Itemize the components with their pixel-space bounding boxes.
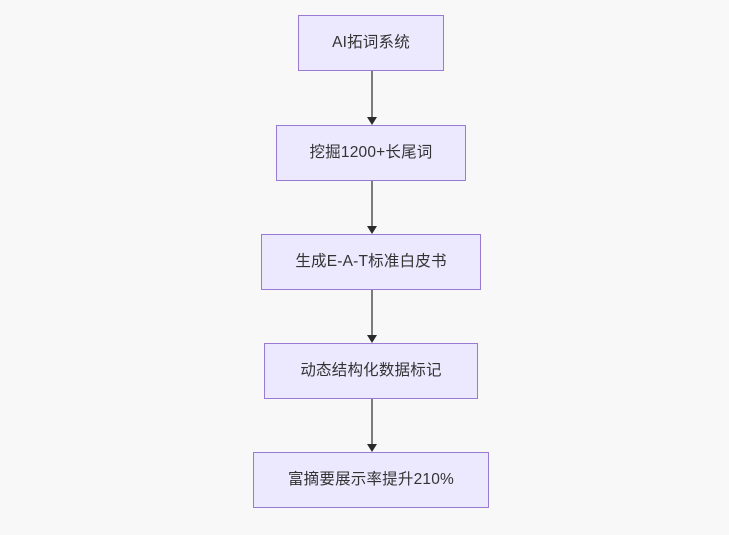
- arrowhead-down-icon: [367, 117, 377, 125]
- flow-edge-line: [371, 71, 373, 119]
- flow-node-label: 富摘要展示率提升210%: [287, 470, 455, 488]
- flow-node-label: AI拓词系统: [332, 33, 410, 51]
- flow-edge-line: [371, 181, 373, 228]
- flow-node-mine-longtail-keywords[interactable]: 挖掘1200+长尾词: [276, 125, 466, 181]
- flow-edge-line: [371, 399, 373, 446]
- flow-node-ai-keyword-system[interactable]: AI拓词系统: [298, 15, 444, 71]
- flow-node-rich-snippet-impression-lift[interactable]: 富摘要展示率提升210%: [253, 452, 489, 508]
- arrowhead-down-icon: [367, 335, 377, 343]
- flow-edge-line: [371, 290, 373, 337]
- flow-node-label: 动态结构化数据标记: [300, 361, 442, 379]
- arrowhead-down-icon: [367, 444, 377, 452]
- flow-node-dynamic-structured-data-markup[interactable]: 动态结构化数据标记: [264, 343, 478, 399]
- flow-node-label: 挖掘1200+长尾词: [309, 143, 433, 161]
- flow-node-label: 生成E-A-T标准白皮书: [295, 252, 447, 270]
- flow-node-generate-eat-whitepaper[interactable]: 生成E-A-T标准白皮书: [261, 234, 481, 290]
- arrowhead-down-icon: [367, 226, 377, 234]
